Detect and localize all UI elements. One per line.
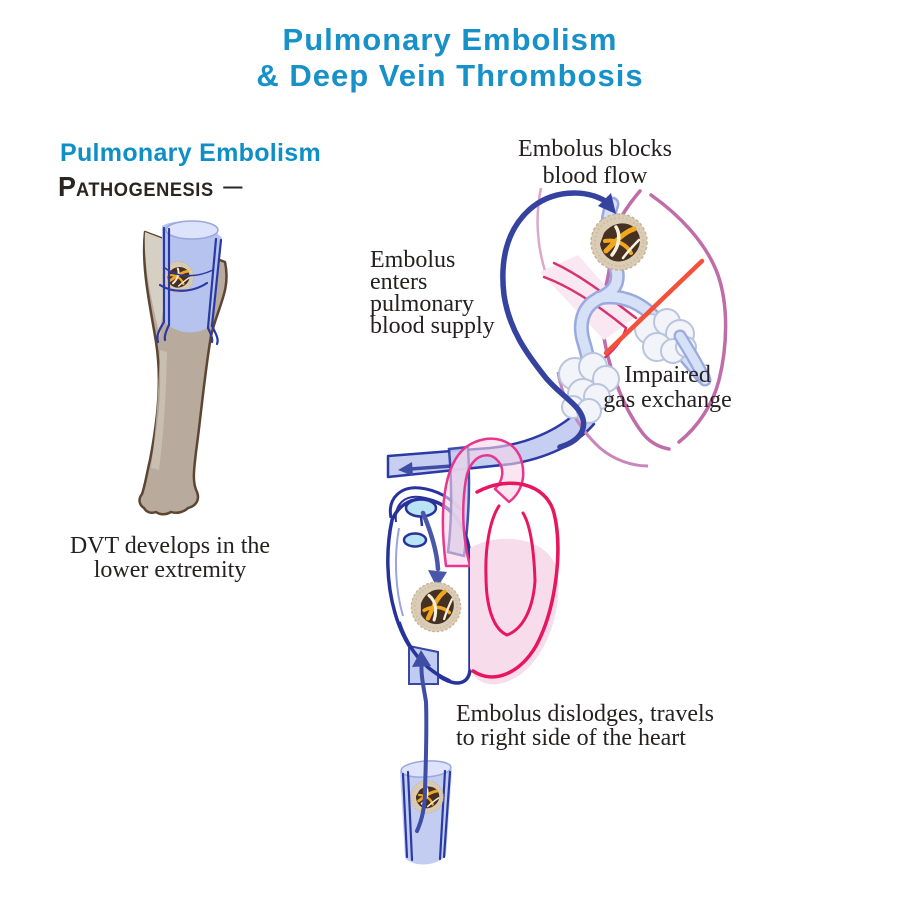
heart-illustration	[386, 409, 596, 685]
label-impaired-gas-exchange: Impaired gas exchange	[585, 363, 750, 413]
subheading-rest: ATHOGENESIS	[75, 180, 214, 201]
leg-illustration	[138, 220, 228, 516]
vein-segment-illustration	[400, 650, 452, 865]
shin-highlight	[151, 350, 167, 470]
artery-to-lung	[500, 190, 610, 450]
label-blocks-line-1: Embolus blocks	[518, 136, 672, 162]
valve-stem	[419, 516, 424, 527]
lung-illustration	[500, 187, 728, 468]
title-line-1: Pulmonary Embolism	[282, 22, 618, 57]
red-slash-icon	[603, 258, 705, 356]
band-flow-arrowhead	[398, 462, 413, 476]
mediastinum-line	[536, 187, 548, 275]
label-impaired-line-1: Impaired	[624, 362, 711, 388]
left-heart-outline	[471, 481, 560, 679]
left-ventricle-inner	[484, 504, 537, 637]
travel-arrow-line	[415, 657, 429, 833]
tricuspid-valve-icon	[404, 498, 438, 518]
label-enters-line-4: blood supply	[370, 313, 495, 339]
label-enters-line-1: Embolus	[370, 247, 456, 273]
vein-walls	[156, 226, 223, 346]
vessel-tail	[673, 329, 712, 387]
flow-down-arrowhead	[428, 570, 447, 588]
aorta-arch	[441, 437, 525, 568]
label-dvt-line-1: DVT develops in the	[69, 533, 271, 559]
section-heading: Pulmonary Embolism	[60, 139, 322, 167]
label-dislodges-line-1: Embolus dislodges, travels	[456, 701, 714, 727]
label-embolus-enters: Embolus enters pulmonary blood supply	[370, 247, 495, 339]
heart-inner-wall-line	[394, 527, 404, 617]
label-enters-line-3: pulmonary	[370, 291, 474, 317]
label-impaired-line-2: gas exchange	[603, 387, 732, 413]
lung-outline-right	[649, 193, 728, 444]
lung-embolus-icon	[591, 214, 647, 270]
artery-arrowhead	[598, 193, 616, 214]
label-enters-line-2: enters	[370, 269, 428, 295]
title-line-2: & Deep Vein Thrombosis	[256, 58, 644, 93]
label-dvt-line-2: lower extremity	[93, 557, 247, 583]
section-subheading: PATHOGENESIS —	[58, 171, 243, 203]
subheading-dash: —	[223, 176, 243, 198]
page-title: Pulmonary Embolism & Deep Vein Thrombosi…	[0, 22, 900, 94]
vein-top-cap	[165, 220, 219, 240]
label-embolus-blocks: Embolus blocks blood flow	[470, 136, 720, 190]
label-dislodges-line-2: to right side of the heart	[456, 725, 686, 751]
subheading-initial: P	[58, 171, 76, 202]
band-flow-arrow	[409, 464, 453, 471]
flow-down-arrow	[420, 510, 441, 572]
label-dvt: DVT develops in the lower extremity	[20, 534, 320, 582]
label-embolus-dislodges: Embolus dislodges, travels to right side…	[456, 702, 714, 750]
left-heart-fill	[470, 538, 559, 685]
label-blocks-line-2: blood flow	[542, 163, 648, 189]
pulmonary-artery-band	[386, 409, 596, 479]
vein-walls	[401, 769, 452, 862]
alveoli-cluster-left	[558, 352, 620, 424]
travel-arrowhead	[412, 650, 431, 667]
valve-icon-small	[402, 532, 428, 548]
